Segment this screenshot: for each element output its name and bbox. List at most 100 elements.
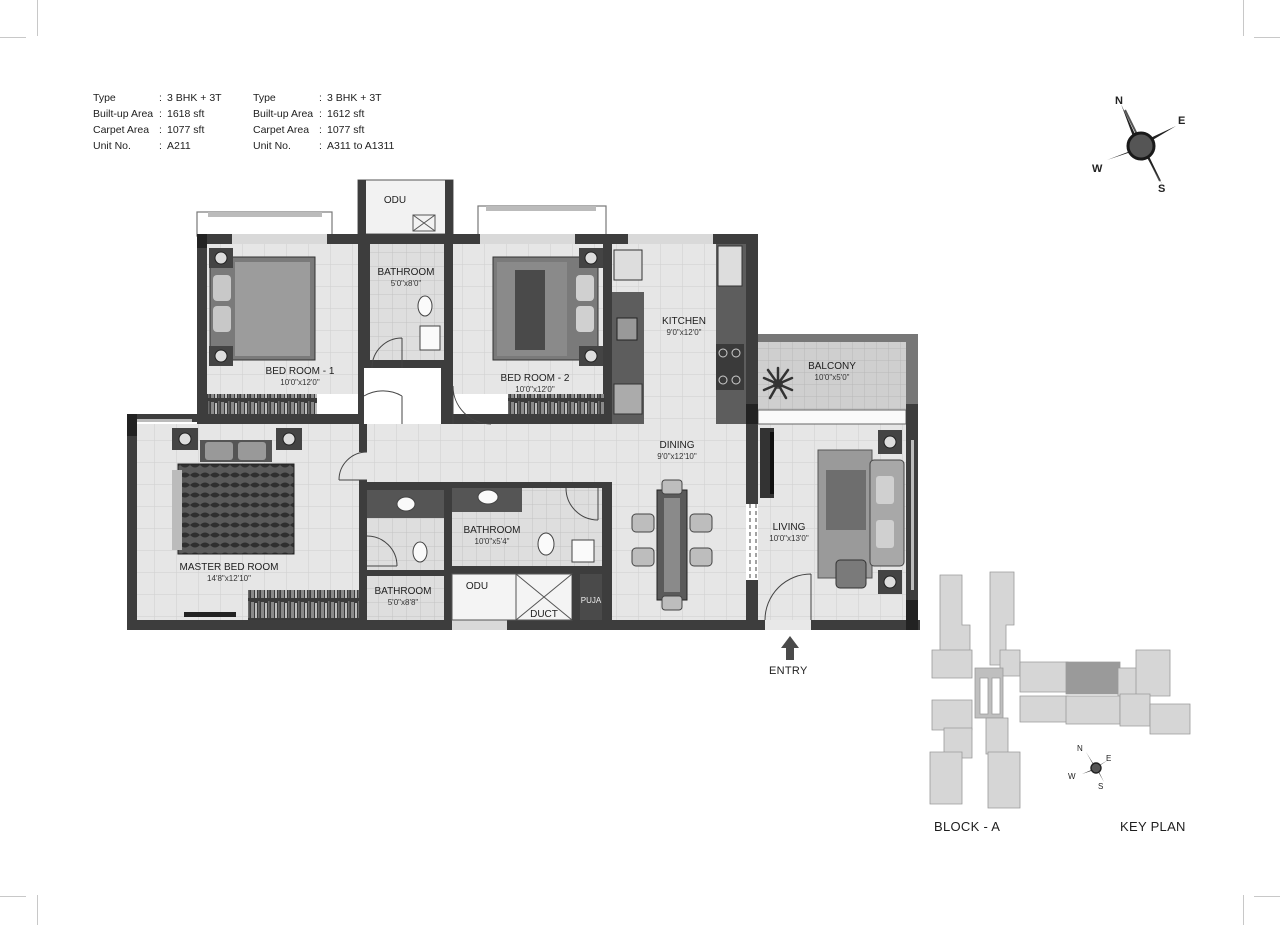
mini-compass-n: N — [1077, 744, 1083, 753]
wall-segment — [358, 368, 364, 424]
column — [197, 234, 207, 248]
main-entry-door[interactable] — [764, 573, 812, 621]
wall-segment — [197, 234, 207, 420]
wall-segment — [359, 480, 367, 620]
bathroom-top-label: BATHROOM — [377, 267, 434, 278]
wall-segment — [367, 482, 444, 490]
wardrobe — [508, 394, 605, 414]
bedroom-2-dims: 10'0"x12'0" — [515, 385, 555, 394]
window-sill — [137, 419, 192, 422]
master-bedroom-door[interactable] — [338, 451, 368, 481]
key-plan-block — [929, 751, 963, 805]
toilet-icon — [417, 295, 433, 317]
balcony-rail — [906, 334, 918, 414]
wall-segment — [602, 482, 612, 620]
bed-1-quilt — [235, 262, 310, 356]
spec-value: 1077 sft — [167, 124, 205, 136]
bathroom-top-dims: 5'0"x8'0" — [391, 279, 422, 288]
key-plan-highlight-unit — [1065, 661, 1121, 695]
burner-icon — [718, 375, 728, 385]
wardrobe — [248, 590, 359, 620]
chair-icon — [689, 547, 713, 567]
column — [746, 404, 758, 424]
wall-segment — [746, 580, 758, 620]
balcony-slider — [757, 409, 907, 425]
wall-segment — [444, 234, 453, 366]
cushion — [876, 520, 894, 548]
window-sill — [184, 612, 236, 617]
spec-value: 1612 sft — [327, 108, 365, 120]
pillow — [213, 275, 231, 301]
spec-row: Unit No.:A211 — [93, 138, 222, 154]
living-sliding-door[interactable] — [749, 504, 757, 580]
microwave-icon — [616, 317, 638, 341]
key-plan-block — [931, 699, 973, 731]
master-bedroom-dims: 14'8"x12'10" — [207, 574, 251, 583]
spec-row: Built-up Area:1618 sft — [93, 106, 222, 122]
bathroom-low-door[interactable] — [366, 535, 398, 567]
key-plan-label: KEY PLAN — [1120, 819, 1186, 834]
wall-segment — [367, 570, 444, 576]
balcony-rail — [758, 334, 918, 342]
wall-segment — [452, 482, 602, 488]
key-plan-block — [985, 717, 1009, 755]
plant-icon — [762, 366, 794, 400]
compass-rose-icon: N E S W — [1092, 95, 1185, 195]
window-sill — [208, 212, 322, 217]
bedroom-2-label: BED ROOM - 2 — [501, 373, 570, 384]
column — [906, 600, 918, 630]
doors — [338, 337, 812, 621]
chair-icon — [631, 547, 655, 567]
key-plan-block — [943, 727, 973, 759]
compass-n: N — [1115, 95, 1123, 107]
mini-compass-icon: N E S W — [1068, 744, 1111, 791]
spec-key: Unit No. — [93, 140, 131, 152]
wall-segment — [127, 414, 137, 630]
key-plan-block — [1119, 693, 1151, 727]
duct-cross — [515, 573, 573, 621]
sink-icon — [613, 249, 643, 281]
spec-key: Carpet Area — [253, 124, 310, 136]
crop-mark — [1254, 896, 1280, 897]
pillow — [576, 275, 594, 301]
bedroom-1-door[interactable] — [363, 390, 403, 424]
bathroom-mid-label: BATHROOM — [463, 525, 520, 536]
kitchen-dims: 9'0"x12'0" — [667, 328, 702, 337]
crop-mark — [0, 37, 26, 38]
crop-mark — [0, 896, 26, 897]
lamp-icon — [584, 349, 598, 363]
window-sill — [911, 440, 914, 590]
burner-icon — [718, 348, 728, 358]
wall-segment — [444, 482, 452, 620]
spec-row: Built-up Area:1612 sft — [253, 106, 394, 122]
living-label: LIVING — [773, 522, 806, 533]
puja-label: PUJA — [581, 596, 602, 605]
key-plan-core-lift — [979, 677, 1001, 715]
key-plan-block — [1019, 661, 1069, 693]
crop-mark — [1243, 0, 1244, 36]
pillow — [238, 442, 266, 460]
washbasin-icon — [419, 325, 441, 351]
wall-segment — [453, 414, 603, 424]
bathroom-mid-door[interactable] — [565, 487, 599, 521]
crop-mark — [1254, 37, 1280, 38]
wall-segment — [359, 424, 367, 452]
armchair — [835, 559, 867, 589]
balcony-label: BALCONY — [808, 361, 856, 372]
toilet-icon — [537, 532, 555, 556]
unit-spec-table-a: Type:3 BHK + 3T Built-up Area:1618 sft C… — [93, 90, 222, 154]
odu-unit — [412, 214, 436, 232]
washbasin-icon — [571, 539, 595, 563]
bathroom-top-door[interactable] — [371, 337, 403, 369]
bedroom-2-door[interactable] — [452, 385, 492, 425]
washbasin-icon — [477, 489, 499, 505]
wall-segment — [358, 180, 366, 234]
spec-row: Unit No.:A311 to A1311 — [253, 140, 395, 152]
dining-label: DINING — [660, 440, 695, 451]
chair-icon — [689, 513, 713, 533]
odu-top-label: ODU — [384, 195, 406, 206]
wall-segment — [197, 234, 749, 244]
wall-segment — [127, 620, 920, 630]
spec-key: Type — [253, 92, 276, 104]
bathroom-mid-dims: 10'0"x5'4" — [475, 537, 510, 546]
